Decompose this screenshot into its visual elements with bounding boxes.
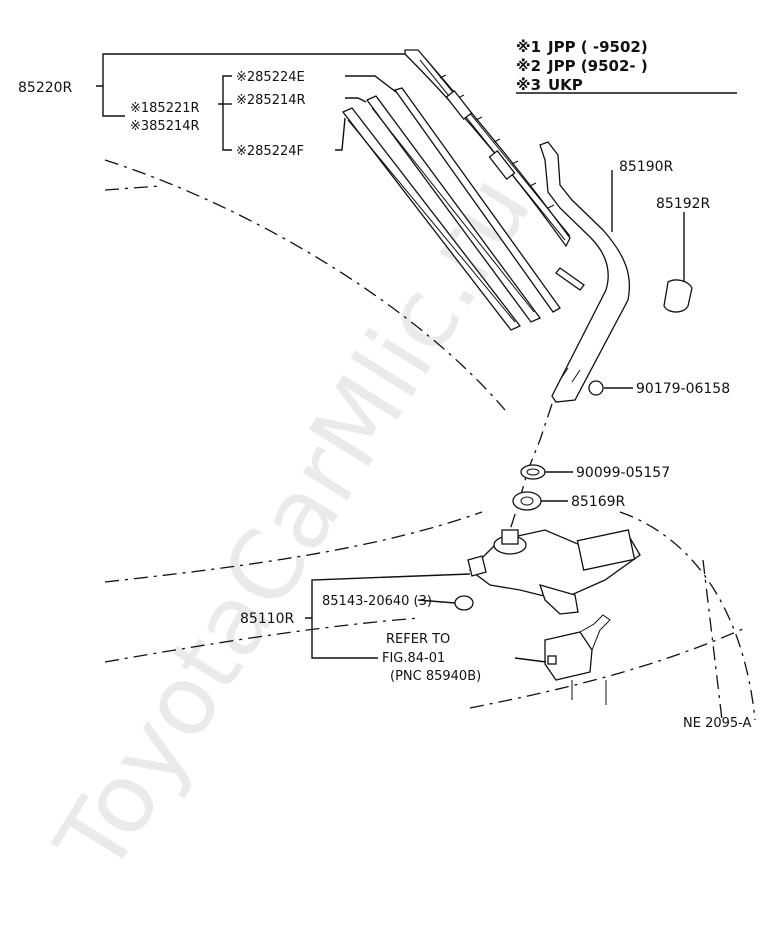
label-nut: 90179-06158 (636, 381, 730, 397)
label-grommet: 85143-20640 (3) (322, 594, 432, 609)
nut (588, 380, 604, 396)
relay (544, 614, 611, 681)
wiper-motor (467, 529, 641, 615)
label-seal: 85169R (571, 494, 626, 510)
label-rubber-r: ※285214R (236, 93, 306, 108)
label-arm: 85190R (619, 159, 674, 175)
label-blade-3: ※385214R (130, 119, 200, 134)
legend-text-1: JPP ( -9502) (547, 38, 648, 56)
wiper-blade-assembly (404, 49, 585, 291)
arm-cap (663, 279, 693, 313)
bushing (520, 464, 546, 480)
label-blade-1: ※185221R (130, 101, 200, 116)
leader-lines (96, 53, 685, 663)
label-rubber-f: ※285224F (236, 144, 304, 159)
legend-item-1: ※1 (516, 38, 541, 56)
label-refer-2: FIG.84-01 (382, 651, 445, 666)
wiper-rubbers (341, 87, 561, 331)
legend-item-2: ※2 (516, 57, 541, 75)
figure-code: NE 2095-A (683, 716, 752, 731)
wiper-arm (539, 141, 631, 403)
label-rubber-e: ※285224E (236, 70, 305, 85)
legend: ※1 JPP ( -9502) ※2 JPP (9502- ) ※3 UKP (516, 38, 737, 94)
legend-text-3: UKP (548, 76, 583, 94)
body-outline (104, 159, 756, 721)
grommet (454, 595, 474, 611)
label-blade-assy: 85220R (18, 80, 73, 96)
legend-item-3: ※3 (516, 76, 541, 94)
seal (512, 491, 542, 511)
label-arm-cap: 85192R (656, 196, 711, 212)
legend-text-2: JPP (9502- ) (547, 57, 648, 75)
label-refer-3: (PNC 85940B) (390, 669, 481, 684)
label-refer-1: REFER TO (386, 632, 450, 647)
label-bushing: 90099-05157 (576, 465, 670, 481)
label-motor: 85110R (240, 611, 295, 627)
